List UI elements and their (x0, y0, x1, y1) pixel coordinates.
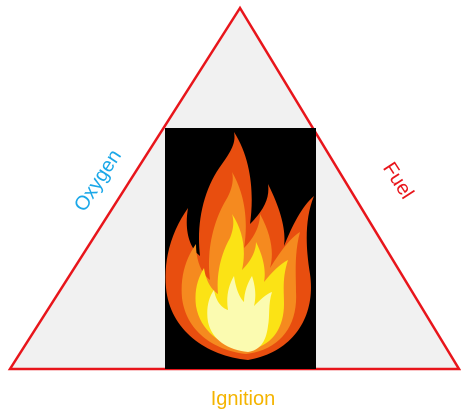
flame-icon (165, 128, 316, 369)
ignition-label: Ignition (211, 388, 276, 410)
fuel-label: Fuel (378, 158, 418, 203)
